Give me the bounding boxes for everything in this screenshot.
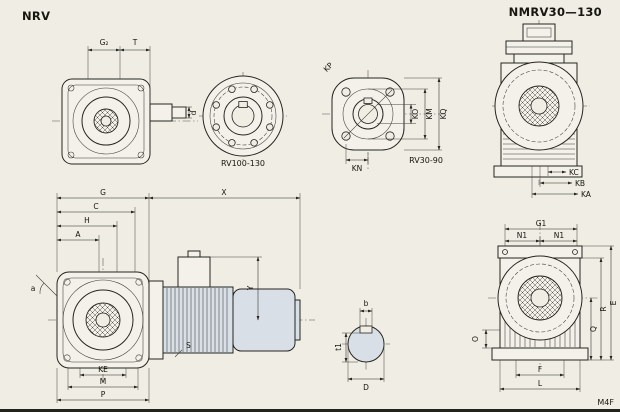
- view-front-bottom: G1 N1 N1 O Q R: [471, 219, 618, 392]
- bolt-hole: [266, 123, 274, 131]
- dim-label-kc: KC: [569, 168, 579, 177]
- bore: [231, 104, 255, 128]
- motor-flange: [505, 40, 573, 55]
- bolt-hole: [572, 249, 578, 255]
- dim-label-f: F: [538, 365, 542, 374]
- bolt-hole: [228, 139, 236, 147]
- bolt-hole: [341, 87, 351, 97]
- dim-label-kn: KN: [352, 164, 363, 173]
- motor-adapter-flange: [148, 280, 164, 360]
- dim-label-y: Y: [246, 285, 255, 291]
- dim-label-l: L: [538, 379, 543, 388]
- corner-note: M4F: [597, 398, 614, 407]
- dim-label-a: A: [75, 230, 81, 239]
- dim-label-g2: G₂: [100, 38, 109, 47]
- dim-label-b: b: [364, 299, 369, 308]
- dim-label-ke: KE: [98, 365, 108, 374]
- dim-label-e: E: [609, 300, 618, 305]
- view-flange-square: KP KO KM KQ KN RV30-90: [322, 60, 448, 173]
- bolt-hole: [137, 151, 145, 159]
- keyway: [363, 97, 373, 104]
- bolt-hole: [63, 354, 71, 362]
- bolt-hole: [502, 249, 508, 255]
- dim-label-o: O: [471, 336, 480, 342]
- bolt-hole: [135, 278, 143, 286]
- motor-body: [232, 288, 296, 352]
- caption-rv100-130: RV100-130: [221, 159, 265, 168]
- dim-label-ka: KA: [581, 190, 592, 199]
- drawing-title-left: NRV: [22, 9, 50, 23]
- bolt-hole: [385, 131, 395, 141]
- bolt-hole: [250, 85, 258, 93]
- base-flange: [491, 347, 589, 361]
- dim-label-n1-right: N1: [554, 231, 565, 240]
- base-flange: [493, 165, 583, 178]
- bolt-hole: [266, 101, 274, 109]
- bolt-hole: [135, 354, 143, 362]
- bolt-hole: [212, 123, 220, 131]
- view-shaft-section: b t1 D: [334, 299, 390, 392]
- dim-label-s: S: [186, 341, 191, 350]
- dim-label-q: Q: [589, 326, 598, 332]
- output-shaft: [149, 103, 173, 122]
- dim-label-h: H: [84, 216, 90, 225]
- keyway: [238, 101, 248, 108]
- view-flange-round: RV100-130: [199, 72, 287, 168]
- bolt-hole: [250, 139, 258, 147]
- dim-label-angle-a: a: [31, 284, 36, 293]
- bolt-hole: [67, 84, 75, 92]
- drawing-title-right: NMRV30—130: [509, 5, 602, 19]
- bolt-circle-diagonal: [343, 89, 393, 139]
- dim-label-ko: KO: [411, 109, 420, 120]
- dim-label-c: C: [93, 202, 98, 211]
- dim-label-km: KM: [425, 108, 434, 119]
- view-assembly-side: G X C H A a Y S KE M P: [31, 188, 315, 403]
- dim-label-r: R: [599, 306, 608, 311]
- dim-label-kp: KP: [322, 60, 335, 73]
- dim-label-n1-left: N1: [517, 231, 528, 240]
- view-gearbox-side: d G₂ T: [52, 38, 198, 165]
- scan-edge-bar: [0, 409, 620, 412]
- dim-label-t1: t1: [334, 343, 343, 351]
- dim-label-g1: G1: [536, 219, 547, 228]
- bolt-hole: [137, 84, 145, 92]
- dim-label-t: T: [132, 38, 138, 47]
- dim-label-m: M: [100, 377, 106, 386]
- dim-label-g: G: [100, 188, 106, 197]
- motor-end-cap: [294, 299, 301, 341]
- view-front-top: KC KB KA: [492, 20, 592, 199]
- bolt-circle: [213, 86, 273, 146]
- dim-label-kb: KB: [575, 179, 585, 188]
- bolt-hole: [212, 101, 220, 109]
- dim-label-x: X: [221, 188, 226, 197]
- caption-rv30-90: RV30-90: [409, 156, 443, 165]
- dim-label-d: d: [189, 110, 198, 115]
- dim-label-kq: KQ: [439, 108, 448, 119]
- motor-fins: [166, 288, 228, 352]
- keyway: [359, 325, 373, 334]
- terminal-box: [522, 23, 556, 42]
- dim-label-cap-d: D: [363, 383, 369, 392]
- terminal-box: [177, 256, 211, 288]
- dim-label-p: P: [101, 390, 106, 399]
- motor-fin-section: [162, 286, 234, 354]
- bolt-hole: [228, 85, 236, 93]
- bolt-hole: [63, 278, 71, 286]
- bolt-hole: [67, 151, 75, 159]
